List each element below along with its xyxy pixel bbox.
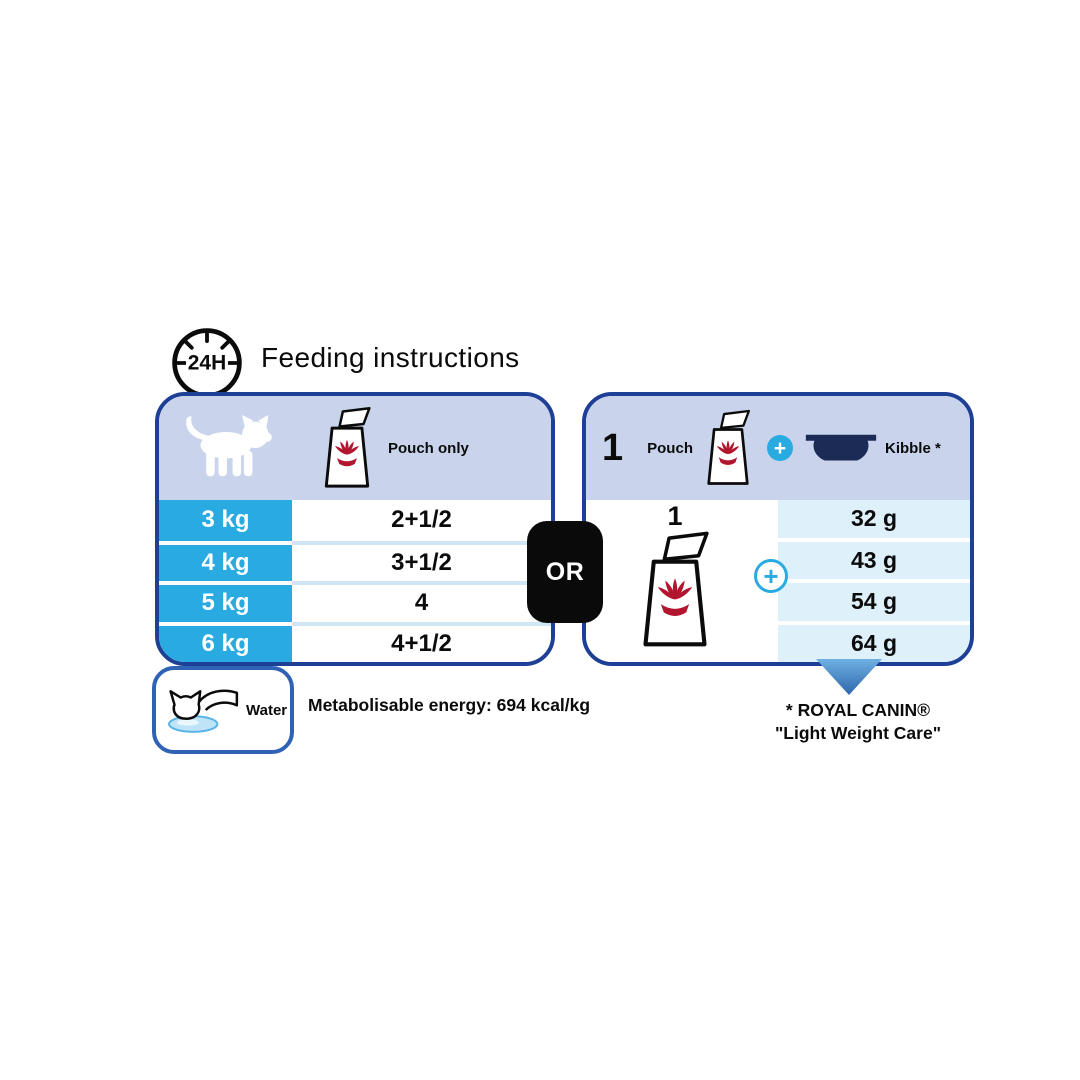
page-title: Feeding instructions (261, 342, 520, 373)
pouch-only-table-header: Pouch only (159, 396, 551, 500)
energy-note: Metabolisable energy: 694 kcal/kg (308, 695, 591, 715)
weight-cell: 6 kg (159, 621, 292, 662)
amount-cell: 2+1/2 (292, 500, 551, 541)
pouch-only-label: Pouch only (388, 439, 469, 457)
brand-footnote-line1: * ROYAL CANIN® (785, 700, 931, 720)
plus-icon: + (766, 435, 793, 461)
or-badge: OR (527, 521, 603, 623)
pouch-only-table: Pouch only 3 kg 2+1/2 4 kg 3+1/2 5 kg 4 … (155, 392, 555, 666)
table-row: 4 kg 3+1/2 (159, 540, 551, 581)
pouch-kibble-table: 1 Pouch + Kibble * 1 + 32 g 43 g 54 g 64… (582, 392, 974, 666)
header-count: 1 (602, 426, 624, 469)
pouch-kibble-table-header: 1 Pouch + Kibble * (586, 396, 970, 500)
down-arrow-icon (816, 659, 882, 695)
pouch-kibble-table-body: 1 + 32 g 43 g 54 g 64 g (586, 500, 970, 662)
bowl-icon (805, 433, 877, 464)
cat-drinking-icon (168, 689, 239, 733)
24h-label: 24H (188, 352, 226, 375)
pouch-icon-large (629, 531, 721, 649)
pouch-count: 1 (667, 501, 683, 531)
pouch-table-rows: 3 kg 2+1/2 4 kg 3+1/2 5 kg 4 6 kg 4+1/2 (159, 500, 551, 662)
weight-cell: 4 kg (159, 540, 292, 581)
kibble-row: 43 g (778, 537, 970, 579)
pouch-label: Pouch (647, 439, 693, 457)
table-row: 3 kg 2+1/2 (159, 500, 551, 541)
amount-cell: 3+1/2 (292, 540, 551, 581)
pouch-icon (318, 404, 376, 492)
table-row: 5 kg 4 (159, 581, 551, 622)
pouch-zone: 1 (586, 500, 764, 662)
plus-icon: + (754, 559, 788, 593)
weight-cell: 3 kg (159, 500, 292, 541)
weight-cell: 5 kg (159, 581, 292, 622)
kibble-row: 54 g (778, 579, 970, 621)
kibble-row: 64 g (778, 620, 970, 662)
kibble-label: Kibble * (884, 439, 941, 457)
water-label: Water (246, 701, 288, 719)
brand-footnote-line2: "Light Weight Care" (775, 723, 941, 743)
amount-cell: 4 (292, 581, 551, 622)
24h-clock-icon: 24H (172, 328, 242, 398)
kibble-row: 32 g (778, 500, 970, 538)
brand-footnote: * ROYAL CANIN® "Light Weight Care" (742, 699, 974, 745)
cat-cell (159, 415, 292, 481)
pouch-icon (701, 406, 755, 490)
kibble-rows: 32 g 43 g 54 g 64 g (778, 500, 970, 662)
table-row: 6 kg 4+1/2 (159, 621, 551, 662)
water-box: Water (152, 666, 294, 754)
cat-icon (174, 415, 278, 481)
amount-cell: 4+1/2 (292, 621, 551, 662)
